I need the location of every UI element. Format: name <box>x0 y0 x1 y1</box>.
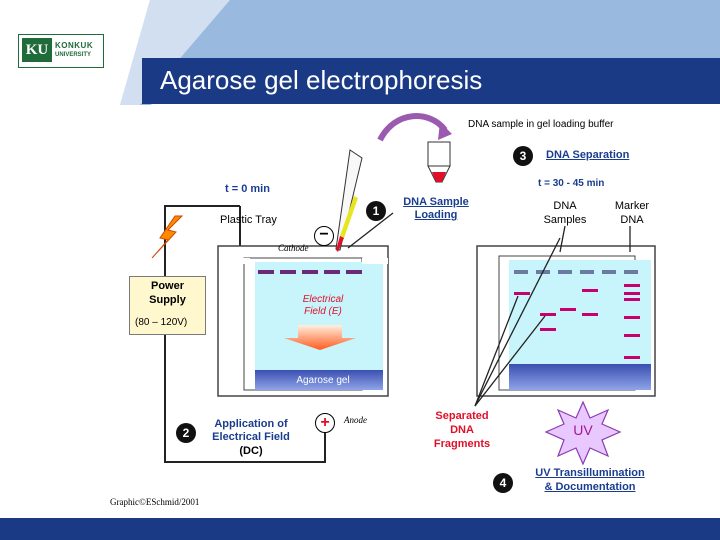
step2-badge: 2 <box>176 423 196 443</box>
marker-2: DNA <box>620 214 644 226</box>
t-end: t = 30 - 45 min <box>538 178 605 189</box>
step4-label-1: UV Transillumination <box>535 467 645 479</box>
lightning-icon <box>151 215 184 259</box>
field-label-2: Field (E) <box>304 306 342 317</box>
separated-3: Fragments <box>433 438 491 450</box>
step2-label-3: (DC) <box>239 445 263 457</box>
uv-label: UV <box>573 422 593 438</box>
plus-terminal-icon: + <box>315 413 335 433</box>
wells-left <box>258 270 362 274</box>
anode-label: Anode <box>344 415 367 425</box>
power-label-2: Supply <box>149 294 186 306</box>
logo-line1: KONKUK <box>55 41 94 50</box>
step2-label-2: Electrical Field <box>212 431 290 443</box>
step3-badge: 3 <box>513 146 533 166</box>
marker-1: Marker <box>614 200 650 212</box>
university-logo: KU KONKUK UNIVERSITY <box>18 34 104 68</box>
sky-band <box>120 0 720 105</box>
separated-1: Separated <box>435 410 489 422</box>
field-arrow <box>284 325 356 350</box>
dna-bands <box>514 284 640 359</box>
pointer-lines <box>347 212 631 407</box>
plastic-tray-label: Plastic Tray <box>220 214 277 226</box>
step4-label-2: & Documentation <box>544 481 636 493</box>
minus-terminal-icon: − <box>314 226 334 246</box>
step1-label-1: DNA Sample <box>403 196 469 208</box>
separated-2: DNA <box>450 424 474 436</box>
credit-label: Graphic©ESchmid/2001 <box>110 497 200 507</box>
agarose-label: Agarose gel <box>296 375 350 386</box>
step2-label-1: Application of <box>214 418 288 430</box>
step3-label: DNA Separation <box>546 149 630 161</box>
title-bar <box>142 58 720 104</box>
t-start: t = 0 min <box>225 183 270 195</box>
curved-arrow <box>377 113 448 142</box>
slide-title: Agarose gel electrophoresis <box>160 65 483 95</box>
power-voltage: (80 – 120V) <box>135 317 188 328</box>
logo-line2: UNIVERSITY <box>55 52 92 58</box>
logo-mark: KU <box>22 38 52 62</box>
step4-badge: 4 <box>493 473 513 493</box>
cathode-label: Cathode <box>278 243 309 253</box>
tube-icon <box>427 141 451 183</box>
pipette-icon <box>335 149 363 252</box>
dna-samples-2: Samples <box>543 214 587 226</box>
field-label-1: Electrical <box>302 294 344 305</box>
power-supply-box <box>129 276 206 335</box>
gel-box-right <box>476 245 656 397</box>
uv-starburst <box>544 400 622 466</box>
step1-label-2: Loading <box>414 209 458 221</box>
gel-box-left <box>217 245 389 397</box>
sample-buffer-label: DNA sample in gel loading buffer <box>468 119 614 130</box>
step1-badge: 1 <box>366 201 386 221</box>
footer-bar <box>0 518 720 540</box>
dna-samples-1: DNA <box>553 200 577 212</box>
power-label-1: Power <box>150 280 184 292</box>
